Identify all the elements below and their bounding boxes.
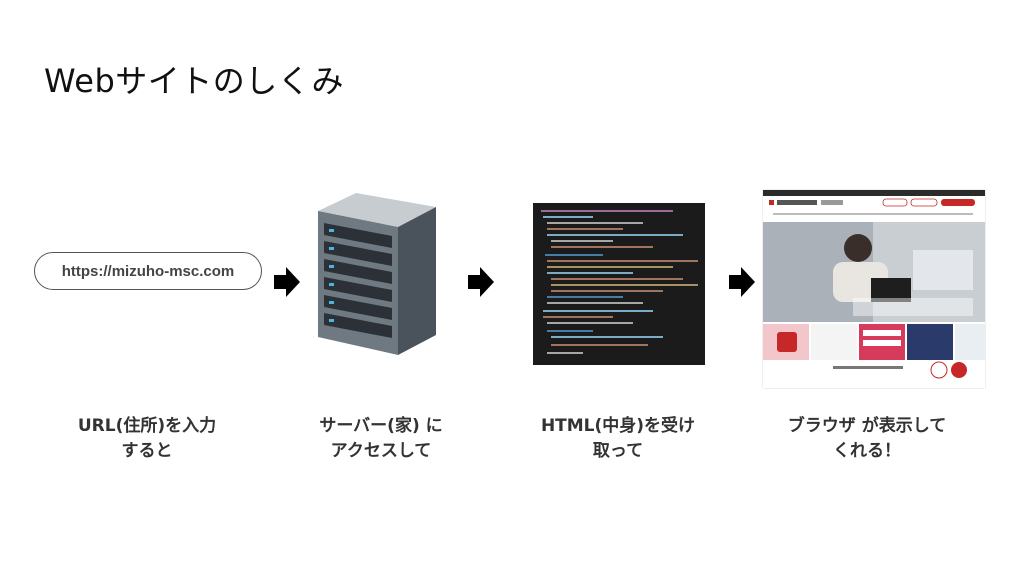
caption-line: くれる！ <box>833 441 901 461</box>
caption-line: URL(住所)を入力 <box>77 416 217 436</box>
step-caption: ブラウザ が表示して くれる！ <box>752 414 982 464</box>
arrow-right-icon <box>274 267 300 297</box>
arrow-right-icon <box>729 267 755 297</box>
caption-line: HTML(中身)を受け <box>540 416 696 436</box>
caption-line: ブラウザ が表示して <box>787 416 947 436</box>
step-caption: HTML(中身)を受け 取って <box>503 414 733 464</box>
code-screenshot <box>533 203 705 365</box>
caption-line: サーバー(家) に <box>319 416 443 436</box>
server-icon <box>318 193 436 355</box>
url-pill: https://mizuho-msc.com <box>34 252 262 290</box>
slide-title: Webサイトのしくみ <box>44 62 345 100</box>
website-screenshot <box>763 190 985 388</box>
caption-line: すると <box>121 441 173 461</box>
arrow-right-icon <box>468 267 494 297</box>
caption-line: アクセスして <box>330 441 432 461</box>
step-caption: URL(住所)を入力 すると <box>32 414 262 464</box>
caption-line: 取って <box>592 441 644 461</box>
step-caption: サーバー(家) に アクセスして <box>266 414 496 464</box>
